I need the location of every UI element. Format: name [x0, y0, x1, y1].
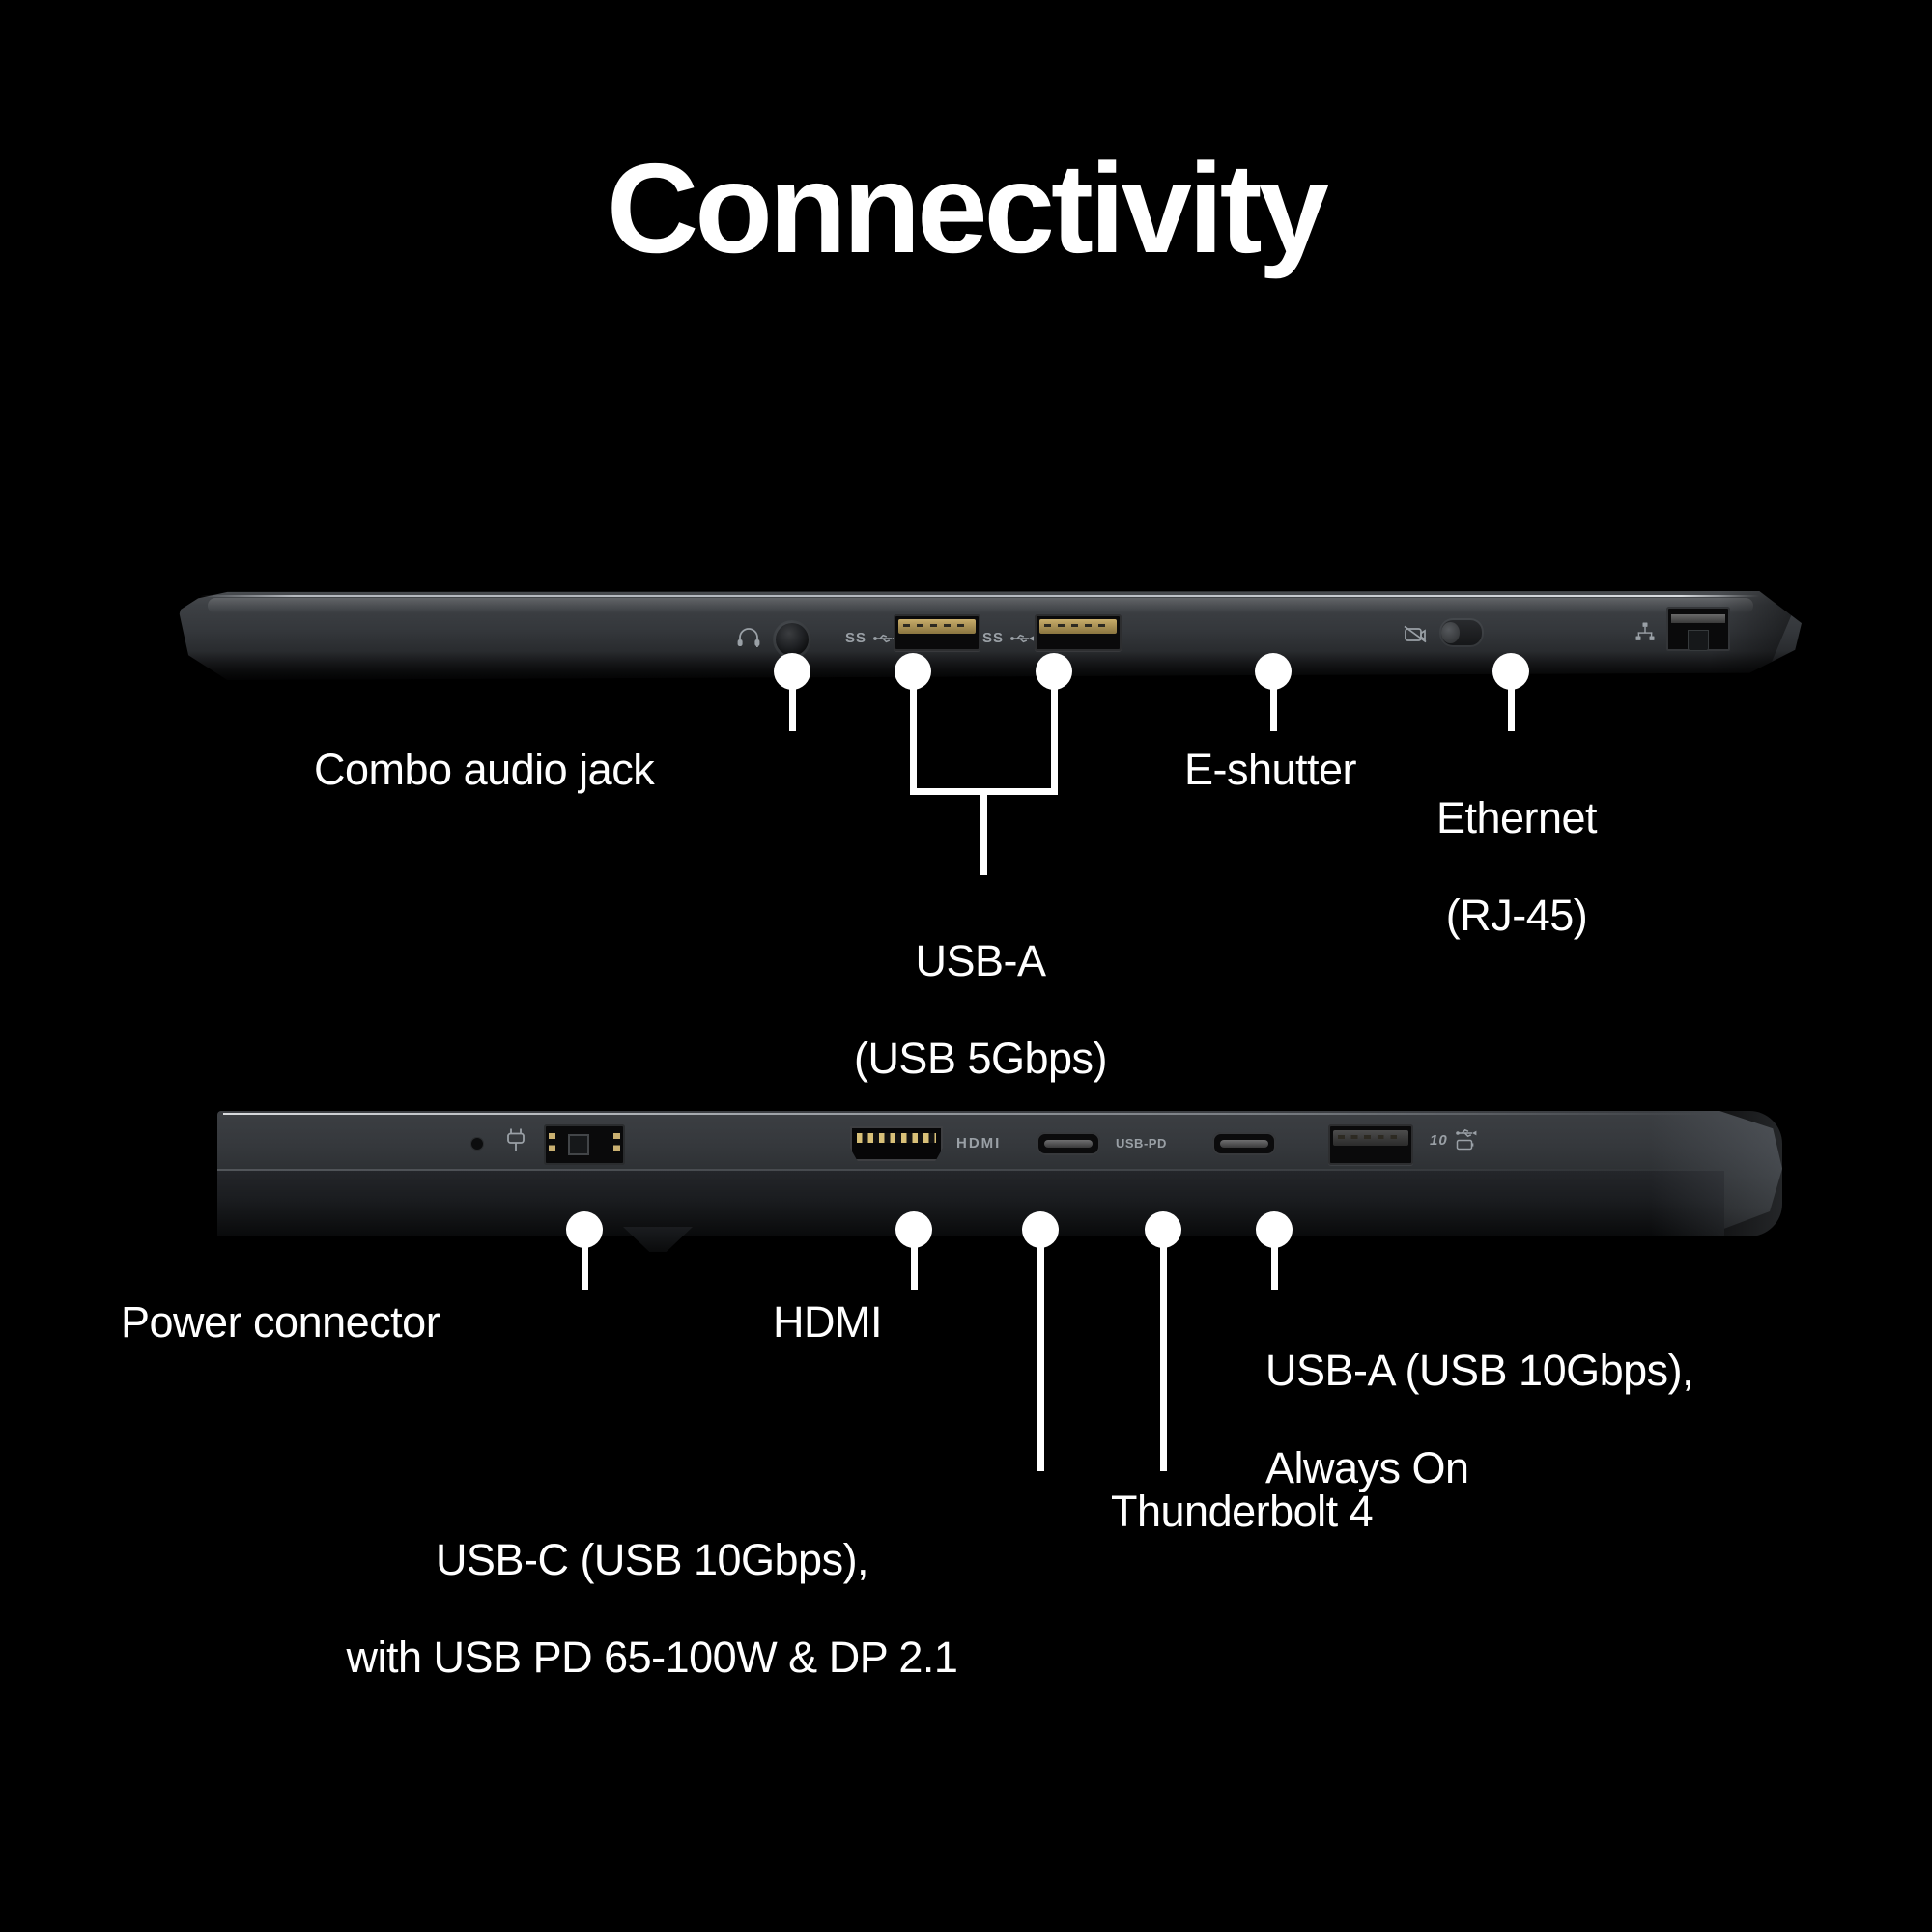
hdmi-port[interactable]	[850, 1126, 943, 1161]
chassis-shadow	[183, 651, 1798, 680]
rj45-contacts	[1671, 614, 1725, 623]
usb-a-tongue	[898, 619, 976, 634]
chassis-highlight-edge-bottom	[223, 1113, 1711, 1115]
label-usb-c-pd: USB-C (USB 10Gbps), with USB PD 65-100W …	[222, 1488, 1082, 1731]
label-usb-a-5gbps-line2: (USB 5Gbps)	[853, 1034, 1108, 1084]
label-usb-c-pd-line2: with USB PD 65-100W & DP 2.1	[346, 1633, 958, 1683]
headset-icon	[736, 628, 761, 647]
usb-10-silkscreen-label: 10	[1430, 1131, 1448, 1149]
label-ethernet: Ethernet (RJ-45)	[1352, 746, 1681, 989]
usb-c-pd-port[interactable]	[1037, 1132, 1100, 1155]
label-usb-a-5gbps: USB-A (USB 5Gbps)	[758, 889, 1203, 1132]
ethernet-rj45-port[interactable]	[1666, 607, 1730, 651]
chassis-lower-band	[217, 1171, 1724, 1236]
usb-a-port-2[interactable]	[1035, 614, 1122, 651]
usb-a-port-1[interactable]	[894, 614, 980, 651]
label-hdmi: HDMI	[773, 1297, 882, 1347]
label-ethernet-line1: Ethernet	[1435, 793, 1598, 843]
network-icon	[1635, 622, 1655, 641]
power-pins-right	[613, 1133, 620, 1156]
label-e-shutter: E-shutter	[1183, 745, 1357, 794]
label-usb-a-5gbps-line1: USB-A	[915, 936, 1046, 986]
label-usb-a-always-on: USB-A (USB 10Gbps), Always On	[1265, 1298, 1884, 1542]
usb-a-tongue-2	[1039, 619, 1117, 634]
chassis-highlight-edge	[200, 595, 1759, 597]
usb-ss-text: SS	[845, 630, 867, 646]
usb-superspeed-icon: SS	[845, 630, 898, 646]
rj45-clip-slot	[1688, 629, 1709, 651]
usb-battery-icon: 10	[1430, 1128, 1478, 1153]
thunderbolt-4-port[interactable]	[1212, 1132, 1276, 1155]
chassis-seam	[217, 1169, 1724, 1171]
leader-line-usb-a-always-on	[1271, 1230, 1278, 1290]
label-ethernet-line2: (RJ-45)	[1445, 891, 1588, 941]
laptop-rear-edge-illustration: SS SS	[179, 591, 1802, 680]
combo-audio-jack-port[interactable]	[773, 620, 811, 659]
power-pins-left	[549, 1133, 555, 1156]
leader-line-audio	[789, 671, 796, 731]
usb-superspeed-icon-2: SS	[982, 630, 1036, 646]
chassis-foot-notch	[623, 1227, 693, 1252]
page-title: Connectivity	[606, 137, 1329, 279]
leader-line-thunderbolt	[1160, 1230, 1167, 1471]
label-combo-audio-jack: Combo audio jack	[314, 745, 655, 794]
hdmi-silkscreen-label: HDMI	[956, 1135, 1002, 1151]
leader-line-usb-a-2	[1051, 671, 1058, 795]
leader-line-ethernet	[1508, 671, 1515, 731]
chassis-sheen	[208, 598, 1753, 613]
usb-a-always-on-tongue	[1333, 1129, 1408, 1146]
leader-line-e-shutter	[1270, 671, 1277, 731]
usb-ss-text-2: SS	[982, 630, 1005, 646]
label-thunderbolt: Thunderbolt 4	[1111, 1487, 1374, 1536]
power-led-indicator	[470, 1137, 484, 1151]
label-usb-a-always-on-line2: Always On	[1265, 1443, 1469, 1493]
leader-line-power	[582, 1230, 588, 1290]
hdmi-pins	[856, 1133, 937, 1143]
power-port-key	[568, 1134, 590, 1155]
chassis-right-corner	[1589, 1111, 1782, 1236]
leader-line-hdmi	[911, 1230, 918, 1290]
camera-off-icon	[1404, 624, 1427, 643]
label-usb-a-always-on-line1: USB-A (USB 10Gbps),	[1265, 1346, 1694, 1396]
usb-pd-silkscreen-label: USB-PD	[1116, 1136, 1167, 1151]
leader-line-usb-a-1	[910, 671, 917, 795]
label-power-connector: Power connector	[121, 1297, 440, 1347]
usb-a-always-on-port[interactable]	[1328, 1124, 1413, 1165]
laptop-left-edge-illustration: HDMI USB-PD 10	[217, 1111, 1782, 1252]
e-shutter-switch[interactable]	[1439, 618, 1484, 647]
leader-line-usb-a-joined	[980, 788, 987, 875]
leader-line-usb-c	[1037, 1230, 1044, 1471]
e-shutter-knob[interactable]	[1440, 622, 1461, 643]
power-plug-icon	[505, 1127, 526, 1152]
power-connector-port[interactable]	[544, 1124, 625, 1165]
label-usb-c-pd-line1: USB-C (USB 10Gbps),	[435, 1535, 869, 1585]
